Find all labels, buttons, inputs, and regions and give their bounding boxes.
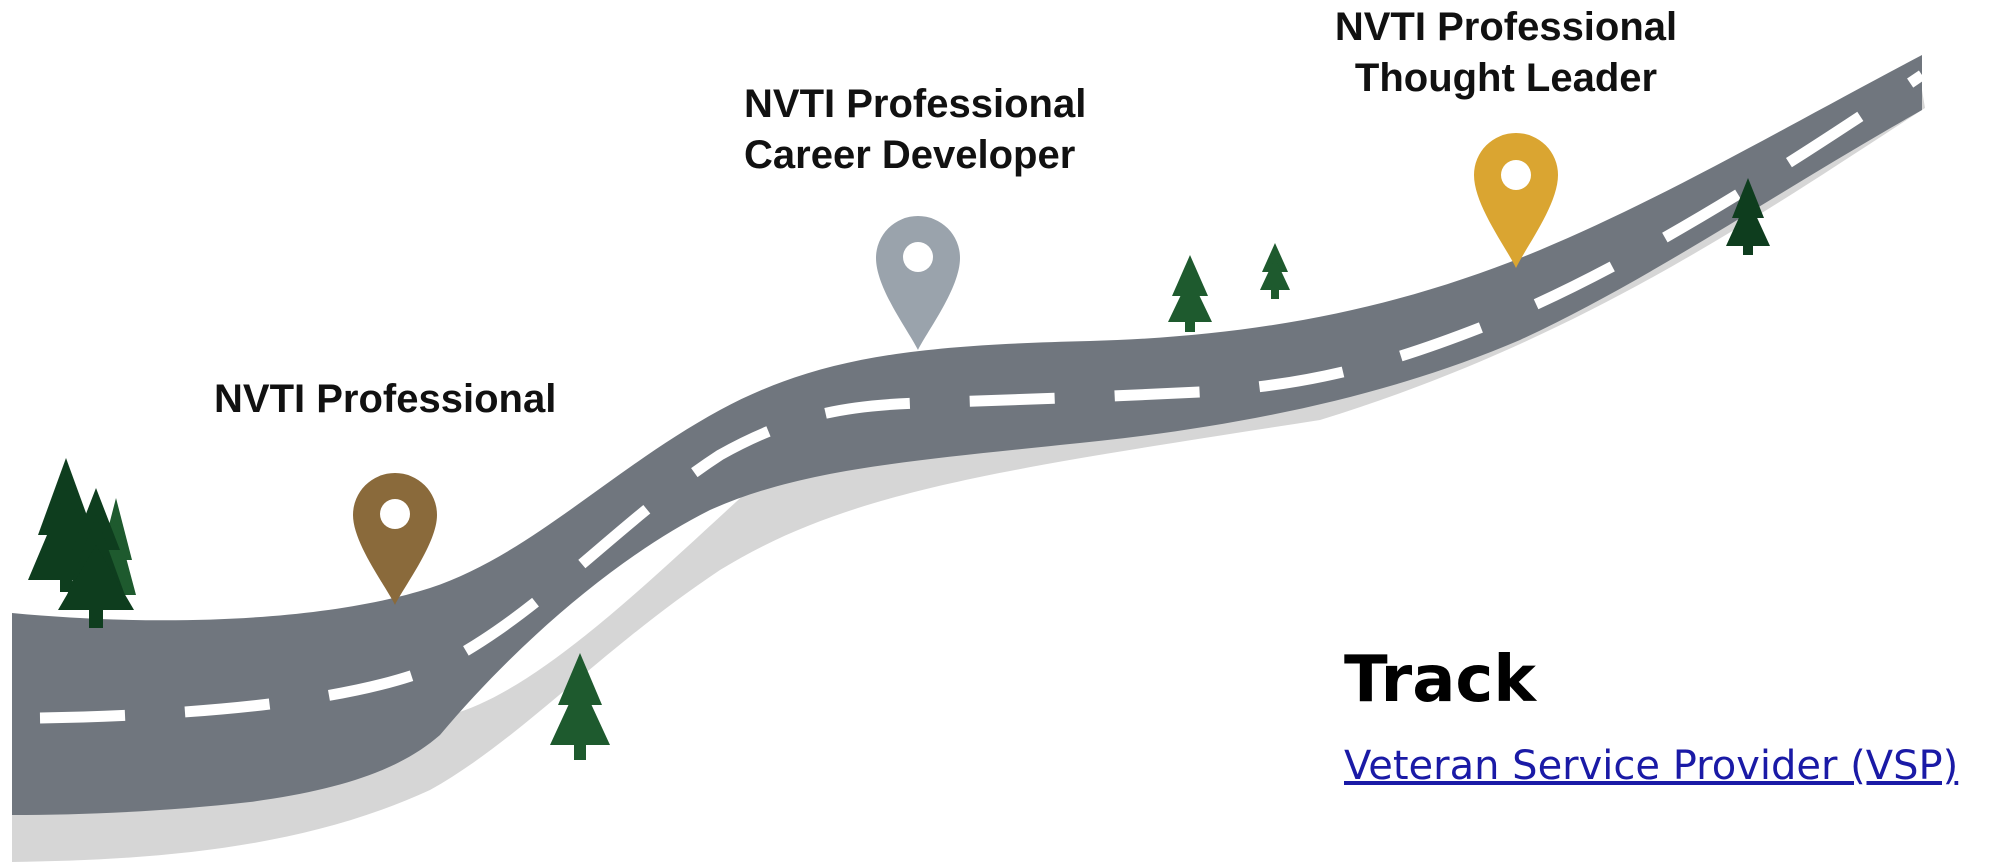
pine-tree-icon xyxy=(550,653,610,760)
pin-body-1 xyxy=(353,473,437,605)
stage-label-line2: Career Developer xyxy=(744,133,1076,177)
stage-label-career-developer: NVTI Professional Career Developer xyxy=(744,79,1086,181)
stage-label-line1: NVTI Professional xyxy=(1334,5,1678,49)
stage-label-line1: NVTI Professional xyxy=(744,82,1087,126)
track-link-vsp[interactable]: Veteran Service Provider (VSP) xyxy=(1344,743,1959,789)
road-shadow xyxy=(12,90,1925,862)
pine-tree-icon xyxy=(1168,255,1212,332)
stage-label-line2: Thought Leader xyxy=(1354,56,1658,100)
pine-tree-icon xyxy=(1726,178,1770,255)
stage-label-professional: NVTI Professional xyxy=(214,374,556,425)
track-heading: Track xyxy=(1344,643,1536,717)
pine-tree-icon xyxy=(1260,243,1290,299)
pin-body-2 xyxy=(876,216,960,350)
road xyxy=(12,55,1922,815)
lane-markings xyxy=(39,70,1926,724)
pin-body-3 xyxy=(1474,133,1558,268)
map-pin-icon xyxy=(876,216,960,350)
pine-tree-icon xyxy=(58,488,134,628)
stage-label-line1: NVTI Professional xyxy=(214,377,557,421)
map-pin-icon xyxy=(1474,133,1558,268)
stage-label-thought-leader: NVTI Professional Thought Leader xyxy=(1326,2,1686,104)
map-pin-icon xyxy=(353,473,437,605)
